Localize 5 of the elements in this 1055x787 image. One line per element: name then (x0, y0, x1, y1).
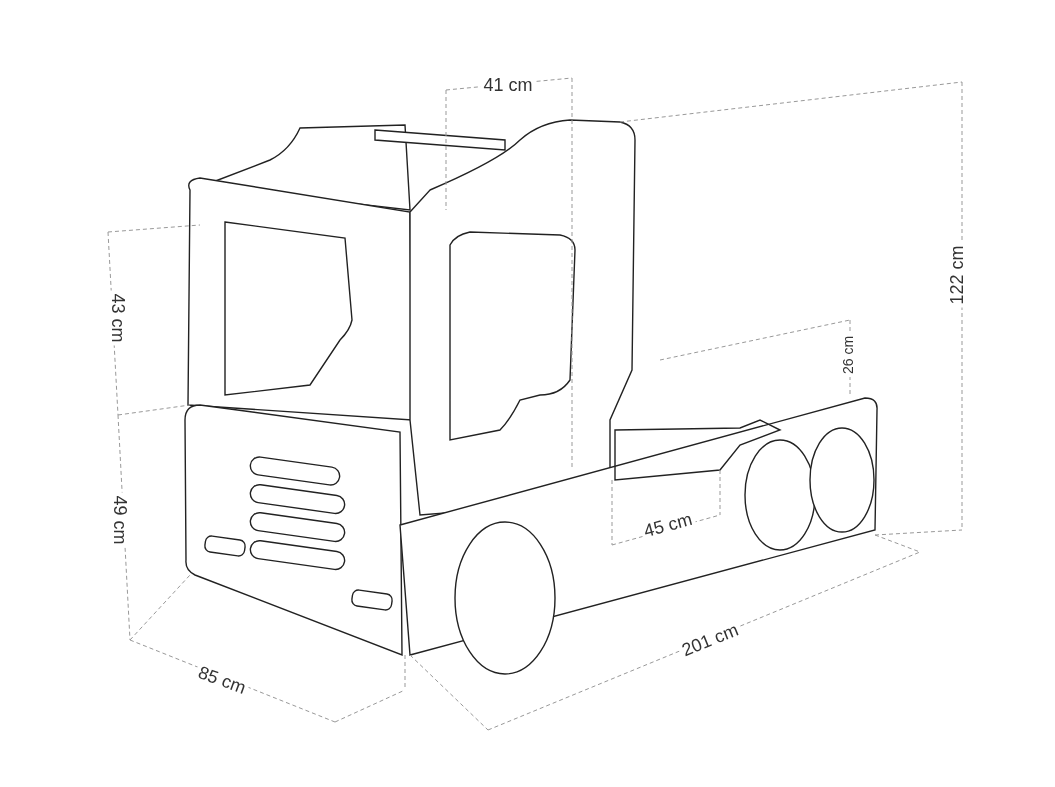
dimension-label: 49 cm (111, 492, 129, 548)
dimension-label: 43 cm (109, 290, 127, 346)
dimension-label: 26 cm (841, 332, 855, 378)
dimension-label: 41 cm (480, 76, 536, 94)
dimension-label: 122 cm (948, 242, 966, 308)
